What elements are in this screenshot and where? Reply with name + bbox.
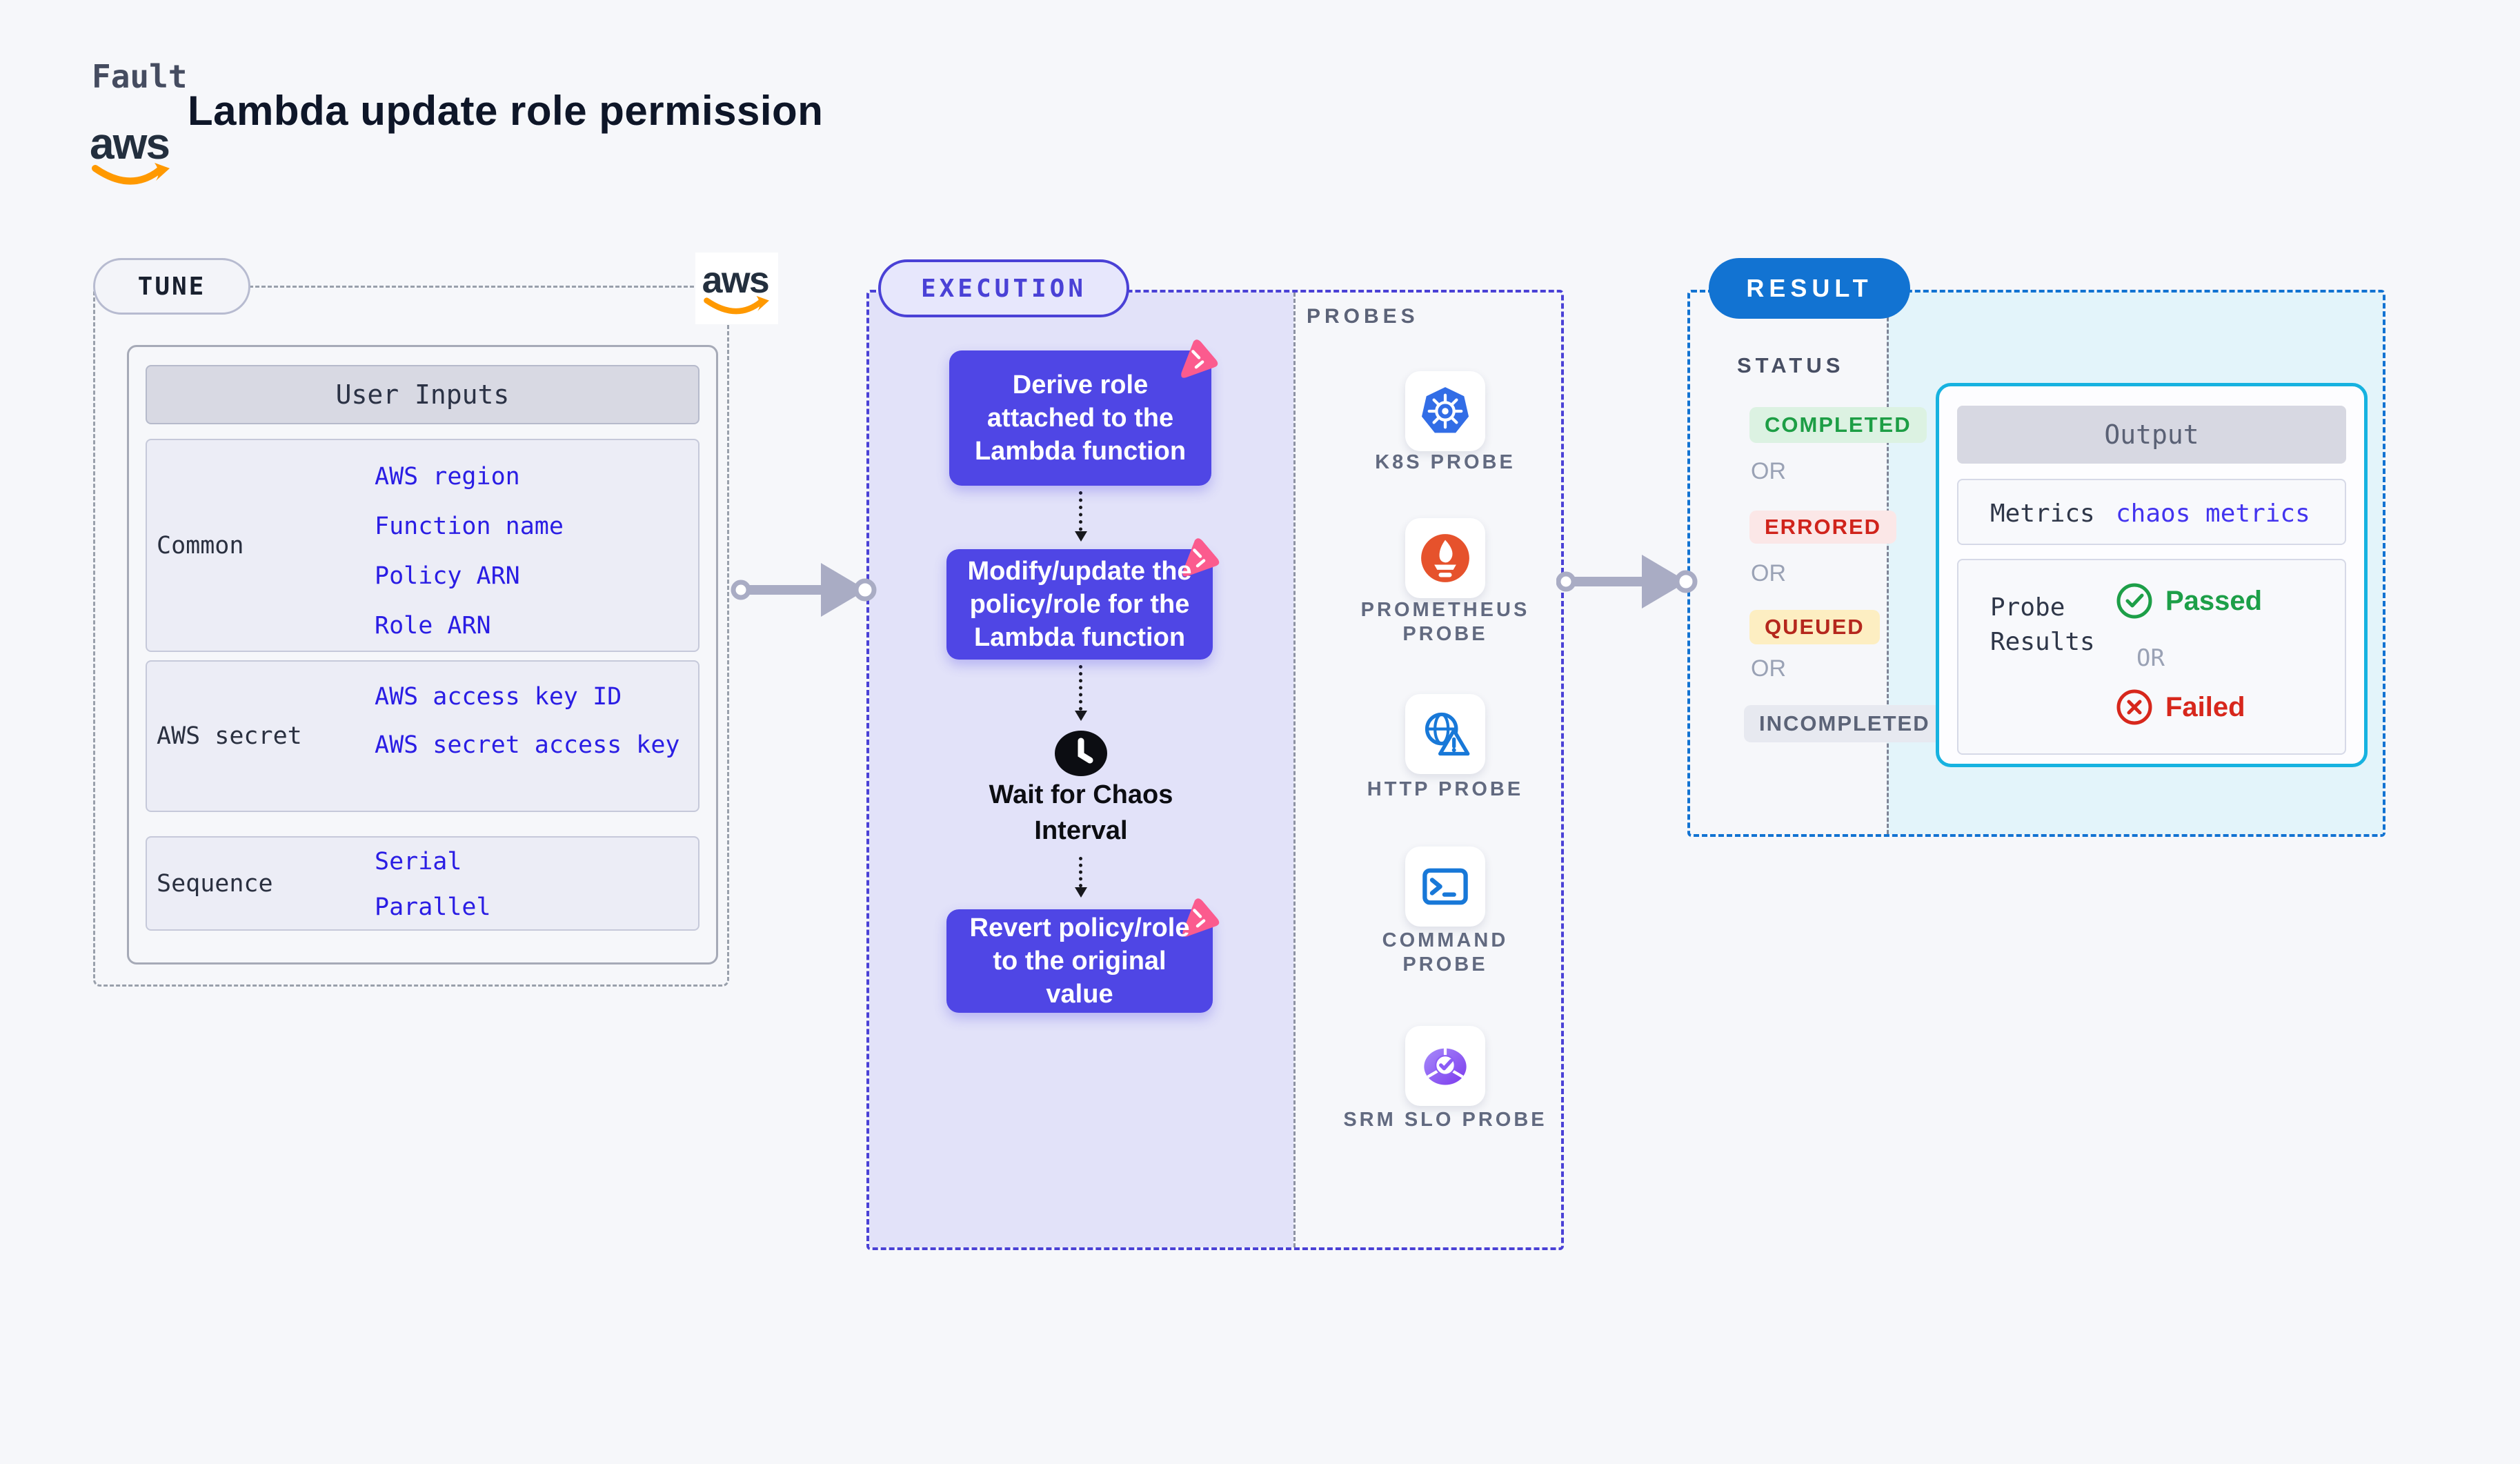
wait-for-chaos-label: Wait for Chaos Interval (989, 780, 1173, 845)
fault-kicker: Fault (92, 58, 188, 95)
user-inputs-header: User Inputs (146, 365, 700, 424)
aws-logo: aws (88, 116, 174, 192)
terminal-icon (1422, 868, 1468, 905)
user-inputs-row-aws-secret: AWS secret AWS access key ID AWS secret … (146, 660, 700, 812)
tune-to-execution-arrow (731, 563, 877, 617)
step-label: Revert policy/role to the original value (969, 913, 1190, 1009)
flow-connector-3 (1075, 857, 1087, 898)
step-label: Derive role attached to the Lambda funct… (974, 370, 1187, 466)
execution-probes-divider (1293, 293, 1296, 1247)
output-header: Output (1957, 406, 2346, 464)
user-inputs-row-sequence: Sequence Serial Parallel (146, 836, 700, 931)
probes-heading: PROBES (1307, 305, 1419, 328)
k8s-probe-card (1405, 371, 1485, 451)
probe-label: PROMETHEUS PROBE (1360, 599, 1530, 645)
clock-icon (1053, 726, 1109, 781)
row-label: AWS secret (157, 722, 302, 750)
probe-label: HTTP PROBE (1367, 778, 1524, 800)
user-inputs-row-common: Common AWS region Function name Policy A… (146, 439, 700, 652)
input-link-secret-access-key[interactable]: AWS secret access key (375, 731, 680, 759)
result-pill: RESULT (1709, 258, 1910, 319)
probe-label: COMMAND PROBE (1382, 929, 1509, 976)
litmus-chaos-icon (1182, 538, 1220, 577)
passed-label: Passed (2165, 585, 2263, 616)
aws-corner-logo: aws (695, 253, 778, 324)
tune-pill-label: TUNE (137, 272, 206, 301)
input-link-serial[interactable]: Serial (375, 848, 462, 876)
row-label: Sequence (157, 869, 273, 898)
metrics-label: Metrics (1990, 499, 2095, 528)
probe-results-row: Probe Results Passed OR Failed (1957, 559, 2346, 755)
input-link-aws-region[interactable]: AWS region (375, 463, 520, 491)
result-pill-label: RESULT (1746, 274, 1873, 302)
user-inputs-panel: User Inputs Common AWS region Function n… (127, 345, 718, 965)
input-link-access-key-id[interactable]: AWS access key ID (375, 683, 622, 711)
or-separator: OR (1751, 560, 1786, 586)
metrics-row: Metrics chaos metrics (1957, 479, 2346, 545)
output-card: Output Metrics chaos metrics Probe Resul… (1936, 383, 2368, 767)
row-label: Common (157, 531, 244, 560)
status-badge-errored: ERRORED (1749, 511, 1897, 544)
probe-label: K8S PROBE (1375, 451, 1516, 473)
litmus-chaos-icon (1182, 898, 1220, 937)
http-globe-warning-icon (1425, 712, 1470, 756)
tune-pill: TUNE (93, 258, 250, 315)
execution-pill: EXECUTION (878, 259, 1129, 317)
command-probe-card (1405, 847, 1485, 927)
passed-verdict: Passed (2116, 582, 2262, 620)
flow-connector-2 (1075, 665, 1087, 721)
execution-pill-label: EXECUTION (920, 274, 1087, 303)
step-derive-role: Derive role attached to the Lambda funct… (949, 339, 1218, 486)
input-link-role-arn[interactable]: Role ARN (375, 612, 491, 640)
step-modify-policy: Modify/update the policy/role for the La… (946, 538, 1220, 660)
probe-results-label: Probe Results (1990, 593, 2095, 656)
probe-label: SRM SLO PROBE (1343, 1109, 1547, 1131)
kubernetes-icon (1421, 387, 1469, 433)
prometheus-probe-card (1405, 518, 1485, 598)
status-badge-completed: COMPLETED (1749, 407, 1927, 443)
chaos-metrics-link[interactable]: chaos metrics (2116, 499, 2310, 528)
check-circle-icon (2116, 583, 2152, 619)
step-label: Modify/update the policy/role for the La… (967, 557, 1192, 652)
input-link-function-name[interactable]: Function name (375, 513, 564, 540)
step-revert-policy: Revert policy/role to the original value (946, 898, 1220, 1013)
status-badge-queued: QUEUED (1749, 610, 1880, 644)
srm-slo-probe-card (1405, 1026, 1485, 1106)
x-circle-icon (2116, 689, 2152, 725)
status-heading: STATUS (1737, 353, 1845, 377)
failed-label: Failed (2165, 691, 2245, 722)
http-probe-card (1405, 694, 1485, 774)
litmus-chaos-icon (1181, 339, 1218, 378)
or-separator: OR (1751, 655, 1786, 682)
flow-connector-1 (1075, 491, 1087, 542)
status-badge-incompleted: INCOMPLETED (1744, 705, 1945, 742)
svg-text:aws: aws (702, 259, 768, 301)
tune-section-box (93, 286, 729, 987)
failed-verdict: Failed (2116, 689, 2245, 726)
slo-donut-check-icon (1424, 1047, 1467, 1085)
prometheus-icon (1421, 534, 1469, 582)
input-link-policy-arn[interactable]: Policy ARN (375, 562, 520, 590)
input-link-parallel[interactable]: Parallel (375, 893, 491, 921)
execution-to-result-arrow (1556, 555, 1698, 609)
page-title: Lambda update role permission (188, 88, 824, 134)
or-separator: OR (2136, 644, 2165, 672)
or-separator: OR (1751, 458, 1786, 484)
aws-logo-text: aws (90, 119, 169, 168)
